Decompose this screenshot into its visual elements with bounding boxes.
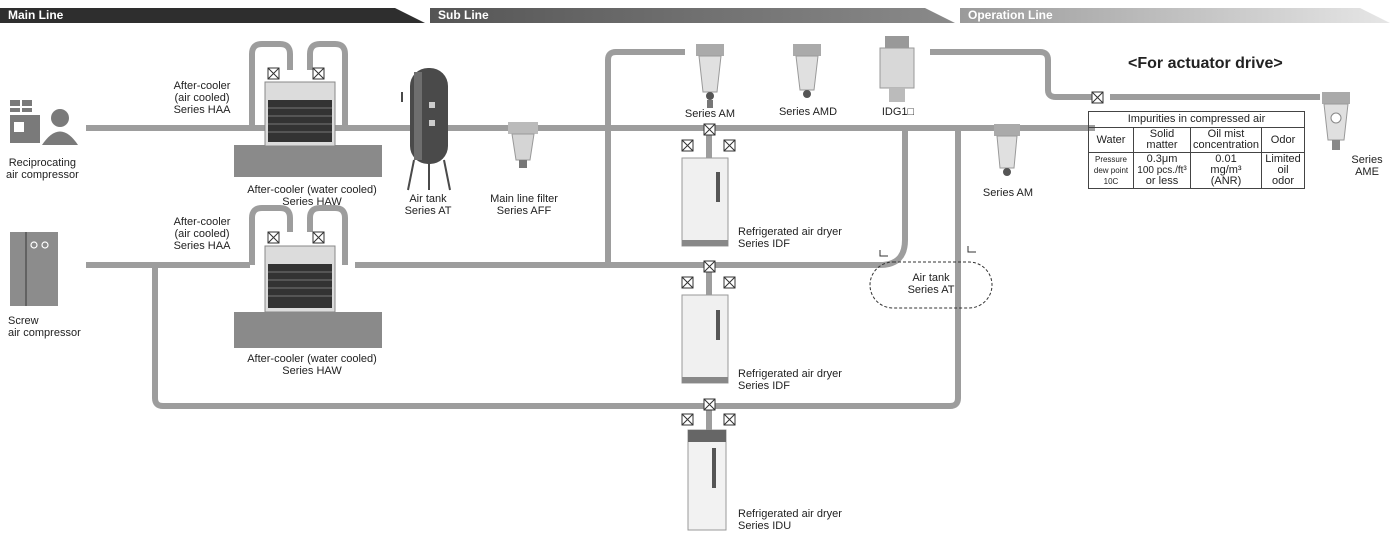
- dryer-1-label: Refrigerated air dryer Series IDF: [738, 226, 842, 250]
- header-operation-label: Operation Line: [968, 8, 1053, 22]
- valve-icon: [267, 231, 280, 244]
- aftercooler-water-2-icon: [234, 245, 382, 348]
- main-line-filter-label: Main line filter Series AFF: [490, 193, 558, 217]
- air-tank-icon: [401, 68, 451, 191]
- reciprocating-compressor-icon: [10, 100, 78, 145]
- screw-compressor-icon: [10, 232, 58, 306]
- idg-label: IDG1□: [881, 106, 915, 118]
- valve-icon: [703, 398, 716, 411]
- dryer-2-icon: [681, 294, 729, 384]
- cell-oil: 0.01 mg/m³ (ANR): [1189, 152, 1263, 189]
- series-am-right-icon: [994, 124, 1020, 176]
- valve-icon: [723, 276, 736, 289]
- cell-odor: Limited oil odor: [1261, 152, 1306, 189]
- valve-icon: [312, 231, 325, 244]
- valve-icon: [723, 139, 736, 152]
- series-am-top-icon: [696, 44, 724, 108]
- series-ame-icon: [1322, 92, 1350, 150]
- header-operation-band: [960, 8, 1390, 23]
- valve-icon: [267, 67, 280, 80]
- valve-icon: [681, 413, 694, 426]
- cell-solid: 0.3μm 100 pcs./ft³ or less: [1133, 152, 1191, 189]
- aftercooler-air-1-label: After-cooler (air cooled) Series HAA: [173, 80, 231, 116]
- header-oil: Oil mist concentration: [1189, 127, 1263, 153]
- series-amd-icon: [793, 44, 821, 98]
- pipe-ac-loop-1b: [307, 41, 348, 128]
- air-tank-bubble: [869, 246, 993, 309]
- valve-icon: [681, 276, 694, 289]
- pipe-sub-branch: [605, 49, 685, 265]
- valve-icon: [723, 413, 736, 426]
- dryer-3-label: Refrigerated air dryer Series IDU: [738, 508, 842, 532]
- header-main-label: Main Line: [8, 8, 64, 22]
- series-ame-label: Series AME: [1351, 154, 1383, 178]
- dryer-1-icon: [681, 157, 729, 247]
- valve-icon: [703, 123, 716, 136]
- impurities-table: Impurities in compressed air Water Solid…: [1087, 111, 1306, 189]
- air-tank-main-label: Air tank Series AT: [404, 193, 452, 217]
- aftercooler-water-1-label: After-cooler (water cooled) Series HAW: [247, 184, 377, 208]
- screw-compressor-label: Screw air compressor: [8, 315, 81, 339]
- aftercooler-water-1-icon: [234, 81, 382, 177]
- recip-compressor-label: Reciprocating air compressor: [6, 157, 79, 181]
- idg-icon: [879, 36, 915, 102]
- impurities-table-title: Impurities in compressed air: [1087, 111, 1306, 128]
- series-am-right-label: Series AM: [982, 187, 1034, 199]
- valve-icon: [1091, 91, 1104, 104]
- aftercooler-water-2-label: After-cooler (water cooled) Series HAW: [247, 353, 377, 377]
- series-amd-label: Series AMD: [778, 106, 838, 118]
- main-line-filter-icon: [508, 122, 538, 168]
- aftercooler-air-2-label: After-cooler (air cooled) Series HAA: [173, 216, 231, 252]
- header-main-band: [0, 8, 425, 23]
- pipe-middle-right: [355, 130, 908, 268]
- cell-water: Pressure dew point 10C: [1088, 152, 1134, 189]
- pipe-ac-loop-2: [249, 205, 293, 265]
- header-sub-line: Sub Line: [430, 8, 960, 23]
- pipe-sub-top: [930, 49, 1095, 100]
- pipe-ac-loop-1: [249, 41, 293, 128]
- series-am-top-label: Series AM: [684, 108, 736, 120]
- actuator-title: <For actuator drive>: [1128, 55, 1283, 72]
- header-solid: Solid matter: [1133, 127, 1191, 153]
- dryer-2-label: Refrigerated air dryer Series IDF: [738, 368, 842, 392]
- header-sub-band: [430, 8, 955, 23]
- header-main-line: Main Line: [0, 8, 430, 23]
- header-water: Water: [1088, 127, 1134, 153]
- air-tank-bubble-label: Air tank Series AT: [907, 272, 955, 296]
- valve-icon: [312, 67, 325, 80]
- header-operation-line: Operation Line: [960, 8, 1394, 23]
- header-odor: Odor: [1261, 127, 1306, 153]
- header-sub-label: Sub Line: [438, 8, 489, 22]
- pipe-ac-loop-2b: [307, 205, 348, 265]
- valve-icon: [703, 260, 716, 273]
- valve-icon: [681, 139, 694, 152]
- dryer-3-icon: [687, 429, 727, 531]
- pipe-lower-loop: [152, 130, 961, 409]
